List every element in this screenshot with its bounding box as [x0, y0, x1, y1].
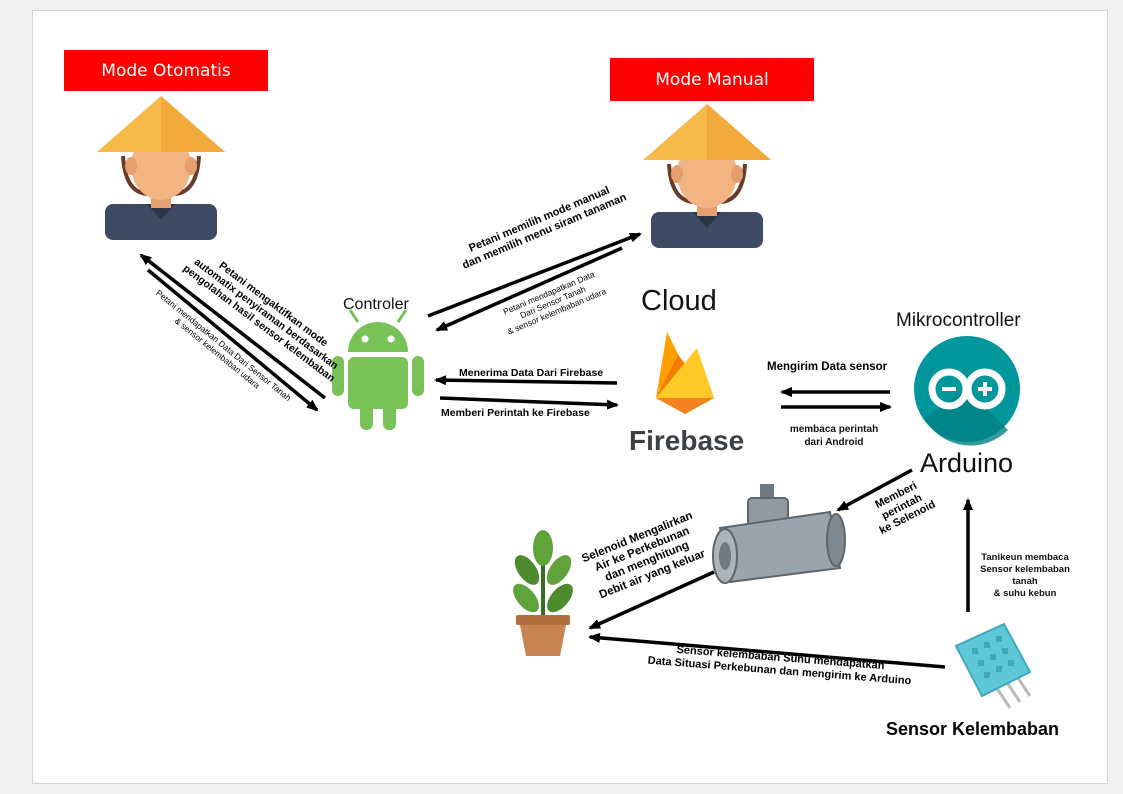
arrow-farmer-manual-to-controller — [435, 246, 623, 332]
arrow-solenoid-to-plant — [588, 570, 715, 630]
controller-label: Controler — [343, 296, 409, 313]
arrow-firebase-to-controller — [434, 375, 618, 386]
firebase-icon — [656, 332, 714, 414]
arrow-farmer-auto-to-controller — [146, 268, 319, 412]
arrow-arduino-to-solenoid — [836, 468, 913, 512]
flow-arrows — [139, 232, 973, 669]
mode-otomatis-badge: Mode Otomatis — [64, 50, 268, 91]
arrow-controller-to-farmer-manual — [427, 232, 642, 318]
arduino-icon — [914, 336, 1020, 446]
humidity-sensor-icon — [954, 622, 1032, 709]
mode-manual-badge: Mode Manual — [610, 58, 814, 101]
label-command-firebase: Memberi Perintah ke Firebase — [441, 407, 590, 419]
cloud-label: Cloud — [641, 285, 717, 317]
arduino-label: Arduino — [920, 448, 1014, 478]
firebase-label: Firebase — [629, 425, 745, 456]
farmer-icon — [97, 96, 225, 240]
arrow-controller-to-farmer-auto — [139, 253, 327, 400]
microcontroller-label: Mikrocontroller — [896, 310, 1021, 331]
arrow-controller-to-firebase — [439, 396, 619, 410]
label-send-sensor: Mengirim Data sensor — [767, 361, 888, 373]
sensor-kelembaban-label: Sensor Kelembaban — [886, 719, 1060, 739]
solenoid-valve-icon — [712, 484, 846, 584]
android-icon — [332, 309, 424, 430]
label-receive-firebase: Menerima Data Dari Firebase — [459, 367, 604, 379]
arrow-sensor-to-plant — [588, 632, 946, 669]
farmer-icon — [643, 104, 771, 248]
label-sensor-reading: Tanikeun membaca Sensor kelembaban tanah… — [980, 552, 1070, 599]
plant-pot-icon — [513, 530, 573, 656]
label-read-command: membaca perintah dari Android — [789, 424, 879, 448]
